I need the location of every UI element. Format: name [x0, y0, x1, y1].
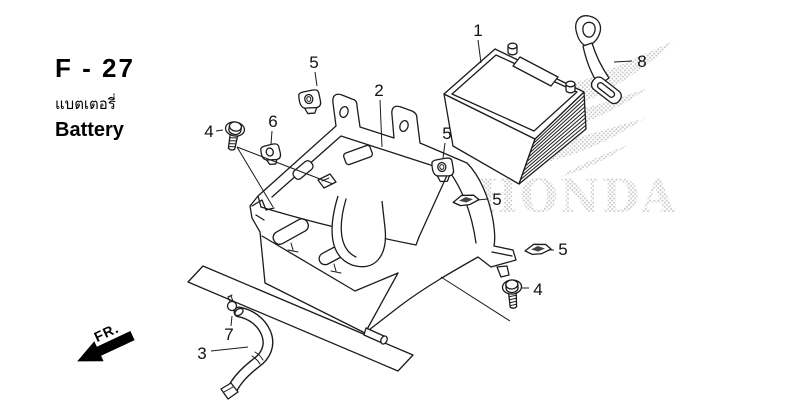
battery-terminal-icon — [507, 42, 518, 56]
callout-8: 8 — [637, 52, 646, 71]
page-title: Battery — [55, 119, 125, 141]
callout-6: 6 — [268, 112, 277, 131]
page-subtitle-thai: แบตเตอรี่ — [55, 93, 116, 113]
callout-2: 2 — [374, 81, 383, 100]
callout-5-top: 5 — [309, 53, 318, 72]
battery-tray-illustration — [249, 93, 517, 345]
leader-lines — [210, 39, 633, 352]
battery-illustration — [443, 42, 587, 185]
clip-nut-icon — [298, 89, 322, 115]
callout-7: 7 — [224, 325, 233, 344]
callout-4-left: 4 — [204, 122, 213, 141]
page-code: F - 27 — [55, 53, 135, 83]
clip-nut-icon — [431, 157, 455, 183]
callout-5-bottom: 5 — [558, 240, 567, 259]
flat-clip-icon — [452, 194, 480, 207]
callout-5-right: 5 — [492, 190, 501, 209]
tube-clamp-icon — [226, 294, 238, 312]
battery-terminal-icon — [565, 80, 576, 94]
callout-3: 3 — [197, 344, 206, 363]
flat-clip-icon — [524, 243, 552, 256]
frame-reference-line — [187, 265, 414, 372]
callout-5-mid: 5 — [442, 124, 451, 143]
clip-nut-icon — [260, 143, 282, 166]
callout-1: 1 — [473, 21, 482, 40]
front-direction-marker: FR. — [77, 320, 135, 362]
title-block: F - 27 แบตเตอรี่ Battery — [55, 53, 135, 141]
breather-tube-illustration — [220, 306, 274, 400]
flange-bolt-icon — [224, 121, 246, 151]
battery-strap-illustration — [575, 15, 622, 105]
callout-4-right: 4 — [533, 280, 542, 299]
front-arrow-icon — [77, 331, 135, 362]
flange-bolt-icon — [501, 279, 523, 309]
